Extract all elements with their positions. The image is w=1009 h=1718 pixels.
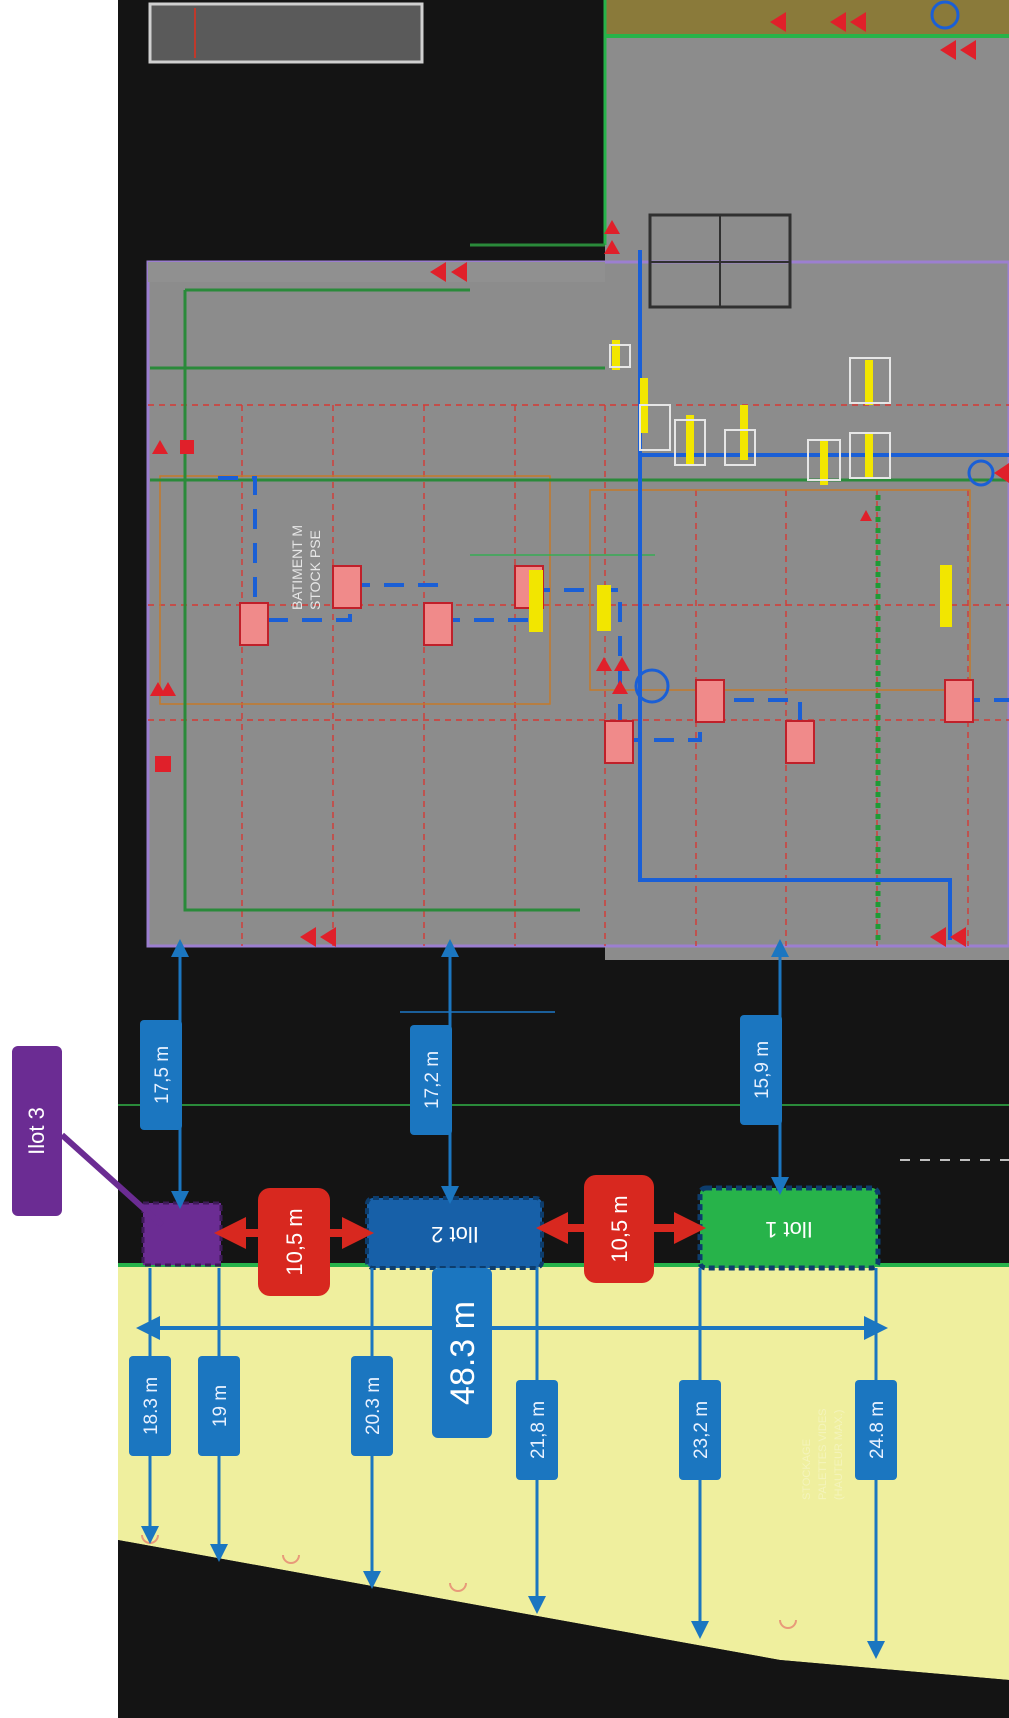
building-label-line1: BATIMENT M	[289, 525, 305, 610]
dist-boundary-2: 19 m	[210, 1385, 231, 1427]
ilot-2-label: Ilot 2	[431, 1222, 479, 1247]
total-length-label: 48.3 m	[444, 1301, 482, 1405]
ilot-1-label: Ilot 1	[765, 1217, 813, 1242]
ilot-3-zone	[141, 1201, 223, 1267]
yellow-zone-text-1: STOCKAGE	[801, 1439, 813, 1500]
gap-ilot3-ilot2: 10,5 m	[282, 1208, 307, 1275]
annex-structure	[148, 2, 424, 64]
dist-building-ilot2: 17,2 m	[422, 1051, 443, 1109]
total-length-tag	[432, 1268, 492, 1438]
ilot-3-callout	[12, 1046, 62, 1216]
dist-boundary-5: 23,2 m	[691, 1401, 712, 1459]
distance-to-building-tags: 17,5 m 17,2 m 15,9 m	[140, 1015, 782, 1135]
building-batiment-m	[146, 260, 1009, 948]
building-label-line2: STOCK PSE	[307, 530, 323, 610]
gap-tag-ilot2-ilot1	[584, 1175, 654, 1283]
dist-boundary-4: 21,8 m	[528, 1401, 549, 1459]
ilot-3-callout-leader	[59, 1132, 165, 1228]
fire-symbols	[150, 12, 1009, 947]
dist-boundary-1: 18.3 m	[141, 1377, 162, 1435]
dist-boundary-3: 20.3 m	[363, 1377, 384, 1435]
ilot-3-callout-label: Ilot 3	[24, 1107, 49, 1155]
storage-racks	[239, 565, 974, 764]
dist-building-ilot1: 15,9 m	[752, 1041, 773, 1099]
gap-tag-ilot3-ilot2	[258, 1188, 330, 1296]
yellow-zone-text-3: (HAUTEUR MAX.)	[833, 1410, 845, 1500]
green-network	[150, 243, 1009, 912]
distance-to-boundary-tags: 18.3 m 19 m 20.3 m 21,8 m 23,2 m 24.8 m	[129, 1356, 897, 1480]
dist-building-ilot3: 17,5 m	[152, 1046, 173, 1104]
yellow-storage-zone	[118, 1265, 1009, 1680]
gap-ilot2-ilot1: 10,5 m	[607, 1195, 632, 1262]
yellow-zone-text-2: PALETTES VIDES	[817, 1409, 829, 1501]
dist-boundary-6: 24.8 m	[867, 1401, 888, 1459]
